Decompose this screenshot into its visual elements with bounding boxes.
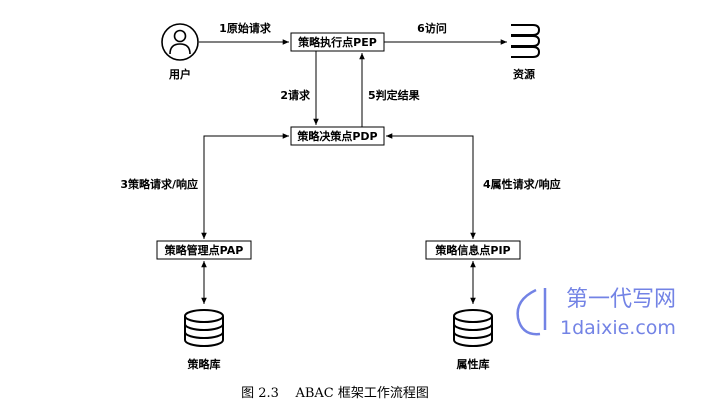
edge-label-pdp-pap: 3策略请求/响应 xyxy=(120,177,198,191)
watermark-url-text: 1daixie.com xyxy=(560,317,676,339)
edge-label-pdp-pip: 4属性请求/响应 xyxy=(483,177,561,191)
policy-database-icon xyxy=(184,309,224,347)
pep-label: 策略执行点PEP xyxy=(297,35,377,49)
pap-label: 策略管理点PAP xyxy=(164,243,244,257)
edge-label-pdp-to-pep: 5判定结果 xyxy=(368,88,420,102)
watermark-logo-text: 第一代写网 xyxy=(566,287,676,312)
pdp-label: 策略决策点PDP xyxy=(296,129,377,143)
pap-node: 策略管理点PAP xyxy=(156,240,252,260)
user-icon xyxy=(161,23,199,61)
watermark: 第一代写网 1daixie.com xyxy=(516,287,676,339)
edge-label-pep-to-pdp: 2请求 xyxy=(280,88,311,102)
policy-db-label: 策略库 xyxy=(187,357,221,371)
edge-label-user-to-pep: 1原始请求 xyxy=(219,21,272,35)
attribute-database-icon xyxy=(453,309,493,347)
edge-label-pep-to-resource: 6访问 xyxy=(417,21,447,35)
pep-node: 策略执行点PEP xyxy=(290,32,385,52)
edge-pdp-pip xyxy=(386,133,476,239)
pip-node: 策略信息点PIP xyxy=(425,240,521,260)
resource-label: 资源 xyxy=(513,67,535,81)
watermark-logo-icon xyxy=(516,288,547,336)
attribute-db-label: 属性库 xyxy=(457,357,490,371)
edge-pdp-pap xyxy=(201,133,289,239)
pdp-node: 策略决策点PDP xyxy=(290,126,385,146)
figure-caption: 图 2.3 ABAC 框架工作流程图 xyxy=(241,386,429,401)
resource-server-icon xyxy=(511,24,541,58)
user-label: 用户 xyxy=(169,67,191,81)
pip-label: 策略信息点PIP xyxy=(434,243,510,257)
